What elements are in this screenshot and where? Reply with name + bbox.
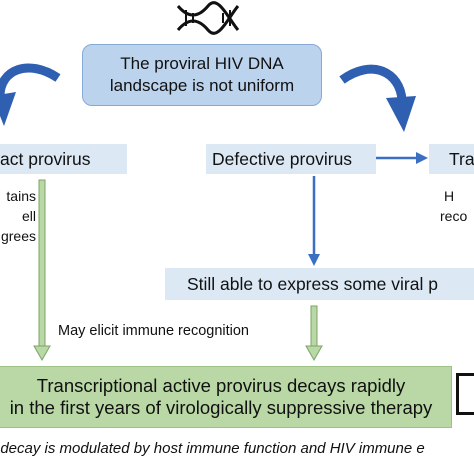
express-viral-box: Still able to express some viral p [165, 268, 474, 300]
express-viral-label: Still able to express some viral p [187, 273, 438, 294]
arrow-defective-to-right [376, 152, 428, 164]
intact-provirus-box: act provirus [0, 144, 127, 174]
right-branch-box: Tra [429, 144, 474, 174]
decay-box: Transcriptional active provirus decays r… [0, 366, 452, 428]
right-side-line: reco [440, 208, 468, 224]
curved-arrow-right-icon [339, 64, 416, 132]
top-box-line2: landscape is not uniform [109, 76, 295, 95]
defective-provirus-label: Defective provirus [212, 148, 353, 169]
immune-recognition-label: May elicit immune recognition [58, 323, 249, 339]
top-box: The proviral HIV DNA landscape is not un… [82, 44, 322, 106]
checkbox-icon [456, 373, 474, 415]
dna-icon [176, 1, 240, 35]
left-side-line: tains [6, 188, 36, 204]
curved-arrow-left-icon [0, 63, 61, 126]
decay-line1: Transcriptional active provirus decays r… [36, 375, 406, 396]
left-side-line: ell [21, 208, 36, 224]
right-side-text: H reco [440, 186, 467, 226]
left-side-text: tains ell grees [0, 186, 36, 246]
intact-provirus-label: act provirus [0, 148, 91, 169]
decay-line2: in the first years of virologically supp… [9, 397, 433, 418]
arrow-defective-to-express [308, 176, 320, 266]
left-side-line: grees [0, 228, 36, 244]
defective-provirus-box: Defective provirus [206, 144, 376, 174]
footer-note: f decay is modulated by host immune func… [0, 440, 425, 457]
green-arrow-left [33, 179, 51, 362]
green-arrow-middle [305, 305, 323, 362]
top-box-line1: The proviral HIV DNA [120, 54, 284, 73]
right-side-line: H [444, 188, 455, 204]
right-branch-label: Tra [449, 148, 474, 169]
